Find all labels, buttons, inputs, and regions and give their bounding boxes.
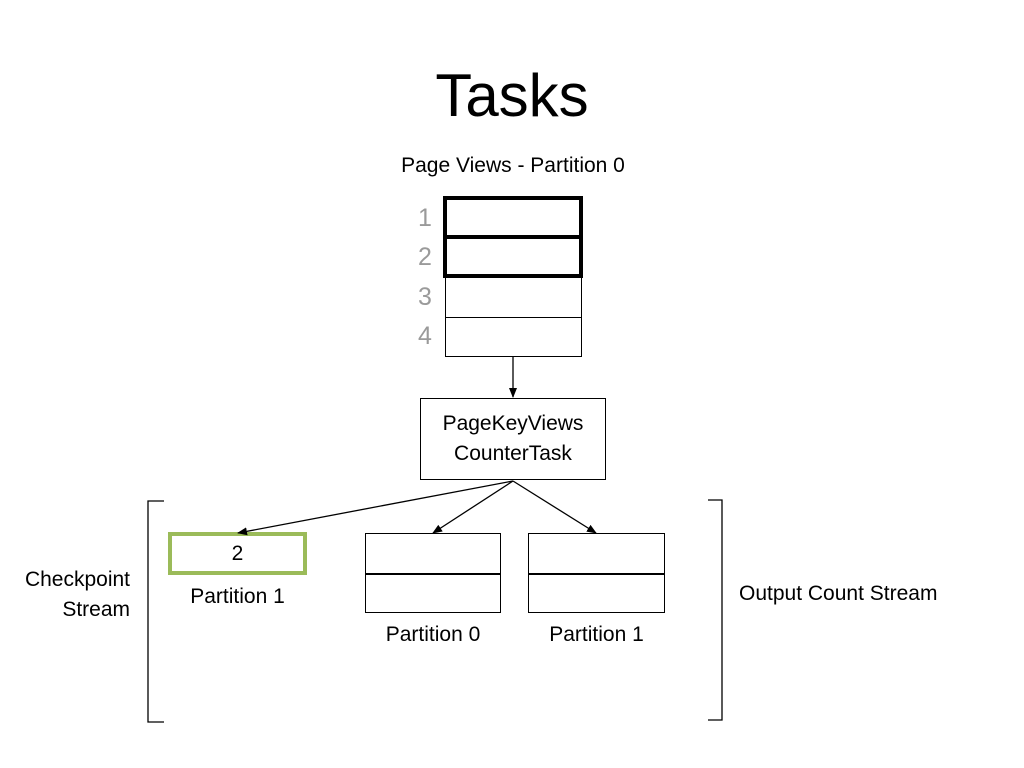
partition-divider <box>366 573 500 575</box>
row-number: 3 <box>418 283 432 311</box>
message-cell-1 <box>443 196 583 239</box>
message-cell-2 <box>443 235 583 278</box>
checkpoint-partition-label: Partition 1 <box>190 585 285 608</box>
checkpoint-stream-label: Checkpoint Stream <box>0 565 130 625</box>
checkpoint-label-line2: Stream <box>62 598 130 621</box>
output-stream-label: Output Count Stream <box>739 582 938 605</box>
left-bracket <box>147 500 164 723</box>
row-number: 2 <box>418 243 432 271</box>
task-name-line2: CounterTask <box>454 442 572 465</box>
message-cell-4 <box>445 317 582 357</box>
arrow-task-to-partition-0 <box>432 480 514 534</box>
row-number: 1 <box>418 204 432 232</box>
row-number: 4 <box>418 322 432 350</box>
message-cell-3 <box>445 277 582 318</box>
output-partition-1-box <box>528 533 665 613</box>
right-bracket <box>708 499 723 721</box>
counter-task-box: PageKeyViews CounterTask <box>420 398 606 480</box>
output-partition-1-label: Partition 1 <box>549 623 644 646</box>
output-partition-0-label: Partition 0 <box>385 623 481 646</box>
task-name-line1: PageKeyViews <box>442 412 584 435</box>
page-title: Tasks <box>435 62 589 129</box>
checkpoint-value: 2 <box>231 541 244 565</box>
partition-divider <box>529 573 664 575</box>
arrow-task-to-partition-1 <box>512 480 597 534</box>
arrow-task-to-checkpoint <box>237 480 514 536</box>
checkpoint-label-line1: Checkpoint <box>24 568 130 591</box>
source-stream-label: Page Views - Partition 0 <box>401 154 625 177</box>
checkpoint-partition-box: 2 <box>168 532 307 575</box>
output-partition-0-box <box>365 533 501 613</box>
